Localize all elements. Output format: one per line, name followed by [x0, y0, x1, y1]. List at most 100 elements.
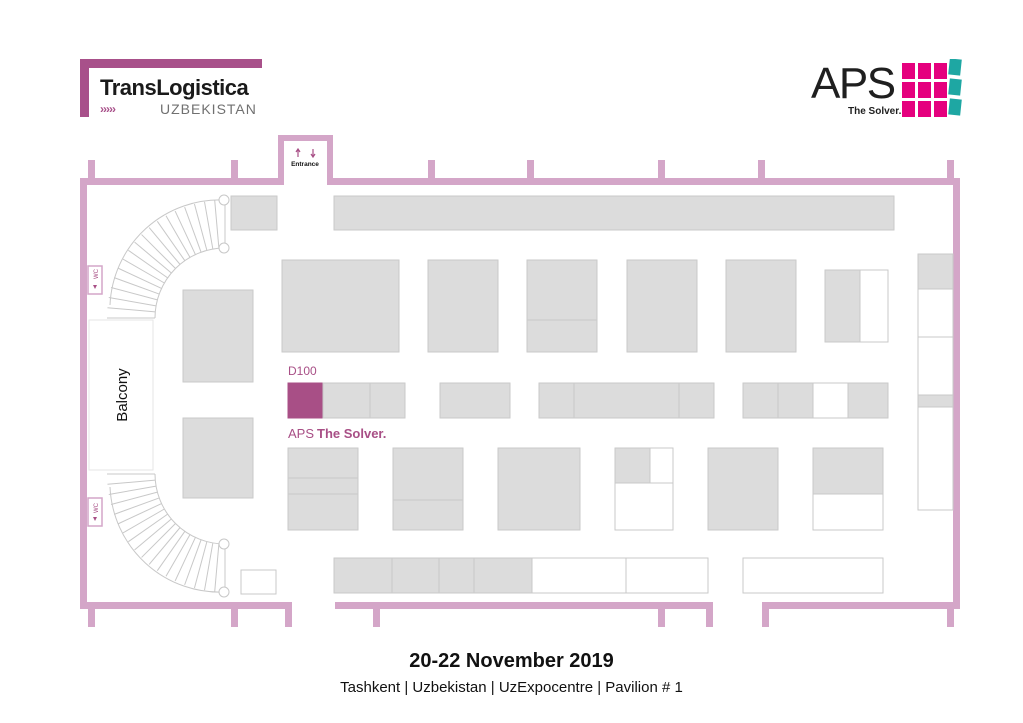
- logo-arrows-icon: ›››››: [100, 102, 116, 116]
- booth[interactable]: [230, 195, 278, 231]
- event-date: 20-22 November 2019: [409, 650, 614, 672]
- booth[interactable]: [182, 417, 254, 499]
- booth[interactable]: [526, 259, 598, 353]
- booths: [182, 195, 954, 595]
- booth[interactable]: [392, 447, 464, 531]
- booth-free[interactable]: [742, 557, 884, 594]
- stair-step: [214, 543, 220, 592]
- logo-title: TransLogistica: [100, 75, 249, 100]
- stair-step: [165, 534, 191, 577]
- stair-step: [193, 541, 208, 589]
- stair-step: [184, 539, 202, 586]
- booth-id-label: D100: [288, 364, 317, 378]
- stair-step: [110, 286, 158, 301]
- booth[interactable]: [281, 259, 400, 353]
- booth[interactable]: [497, 447, 581, 531]
- translogistica-logo: TransLogistica ››››› UZBEKISTAN: [80, 59, 262, 117]
- booth-free[interactable]: [614, 482, 674, 531]
- booth-free[interactable]: [625, 557, 709, 594]
- booth[interactable]: [678, 382, 715, 419]
- stair-step: [165, 215, 191, 258]
- stair-step: [204, 201, 214, 250]
- booth[interactable]: [439, 382, 511, 419]
- toilet-icon: [93, 285, 97, 289]
- stair-step: [108, 485, 157, 495]
- logo-frame-left: [80, 59, 89, 117]
- stair-step: [110, 491, 158, 506]
- stair-step: [174, 210, 196, 255]
- booth[interactable]: [333, 557, 393, 594]
- booth-free[interactable]: [649, 447, 674, 484]
- aps-logo-tagline: The Solver.: [848, 106, 902, 117]
- aps-logo: APS The Solver.: [808, 57, 963, 121]
- stair-step: [156, 221, 186, 261]
- booth-free[interactable]: [917, 336, 954, 396]
- wc-marker-bottom: WC: [87, 497, 103, 527]
- stair-step: [128, 249, 168, 279]
- entrance-arrows-icon: [295, 147, 316, 159]
- booth[interactable]: [847, 382, 889, 419]
- toilet-icon: [93, 517, 97, 521]
- booth[interactable]: [438, 557, 475, 594]
- booth-free[interactable]: [917, 288, 954, 338]
- stair-step: [193, 203, 208, 251]
- wc-label: WC: [94, 502, 100, 513]
- booth[interactable]: [917, 394, 954, 408]
- entrance-label: Entrance: [291, 161, 319, 168]
- booth[interactable]: [777, 382, 814, 419]
- booth[interactable]: [626, 259, 698, 353]
- exhibitor-name: APS: [288, 426, 314, 441]
- booth-free[interactable]: [531, 557, 627, 594]
- exhibitor-tagline: The Solver.: [317, 426, 386, 441]
- booth[interactable]: [707, 447, 779, 531]
- logo-frame-top: [80, 59, 262, 68]
- stair-step: [108, 297, 157, 307]
- stair-step: [134, 518, 172, 551]
- booth[interactable]: [538, 382, 575, 419]
- booth[interactable]: [614, 447, 651, 484]
- booth[interactable]: [473, 557, 533, 594]
- booth[interactable]: [333, 195, 895, 231]
- aps-logo-name: APS: [811, 59, 896, 108]
- booth[interactable]: [240, 569, 277, 595]
- event-location: Tashkent | Uzbekistan | UzExpocentre | P…: [340, 679, 683, 696]
- booth-d100[interactable]: [287, 382, 324, 419]
- booth[interactable]: [742, 382, 779, 419]
- booth[interactable]: [182, 289, 254, 383]
- booth-free[interactable]: [917, 406, 954, 511]
- stair-step: [128, 513, 168, 543]
- booth[interactable]: [573, 382, 680, 419]
- booth[interactable]: [287, 447, 359, 531]
- stair-step: [174, 537, 196, 582]
- stair-step: [113, 497, 160, 515]
- stair-step: [107, 307, 156, 313]
- wc-marker-top: WC: [87, 265, 103, 295]
- exhibition-hall-walls: [80, 135, 960, 627]
- staircase-bottom: [107, 473, 230, 598]
- logo-subtitle: UZBEKISTAN: [160, 101, 257, 117]
- booth[interactable]: [917, 253, 954, 290]
- stair-step: [107, 479, 156, 485]
- booth[interactable]: [725, 259, 797, 353]
- stair-step: [148, 227, 181, 265]
- stair-step: [117, 503, 162, 525]
- booth[interactable]: [322, 382, 371, 419]
- booth[interactable]: [812, 447, 884, 495]
- booth-free[interactable]: [859, 269, 889, 343]
- booth[interactable]: [824, 269, 861, 343]
- stair-step: [117, 267, 162, 289]
- balcony-area: [88, 319, 154, 471]
- booth[interactable]: [391, 557, 440, 594]
- booth[interactable]: [427, 259, 499, 353]
- aps-squares-icon: [902, 59, 962, 117]
- booth-free[interactable]: [812, 493, 884, 531]
- booth-free[interactable]: [812, 382, 849, 419]
- stair-step: [214, 200, 220, 249]
- stair-step: [148, 527, 181, 565]
- stair-step: [141, 234, 176, 269]
- staircase-top: [107, 194, 230, 319]
- booth[interactable]: [369, 382, 406, 419]
